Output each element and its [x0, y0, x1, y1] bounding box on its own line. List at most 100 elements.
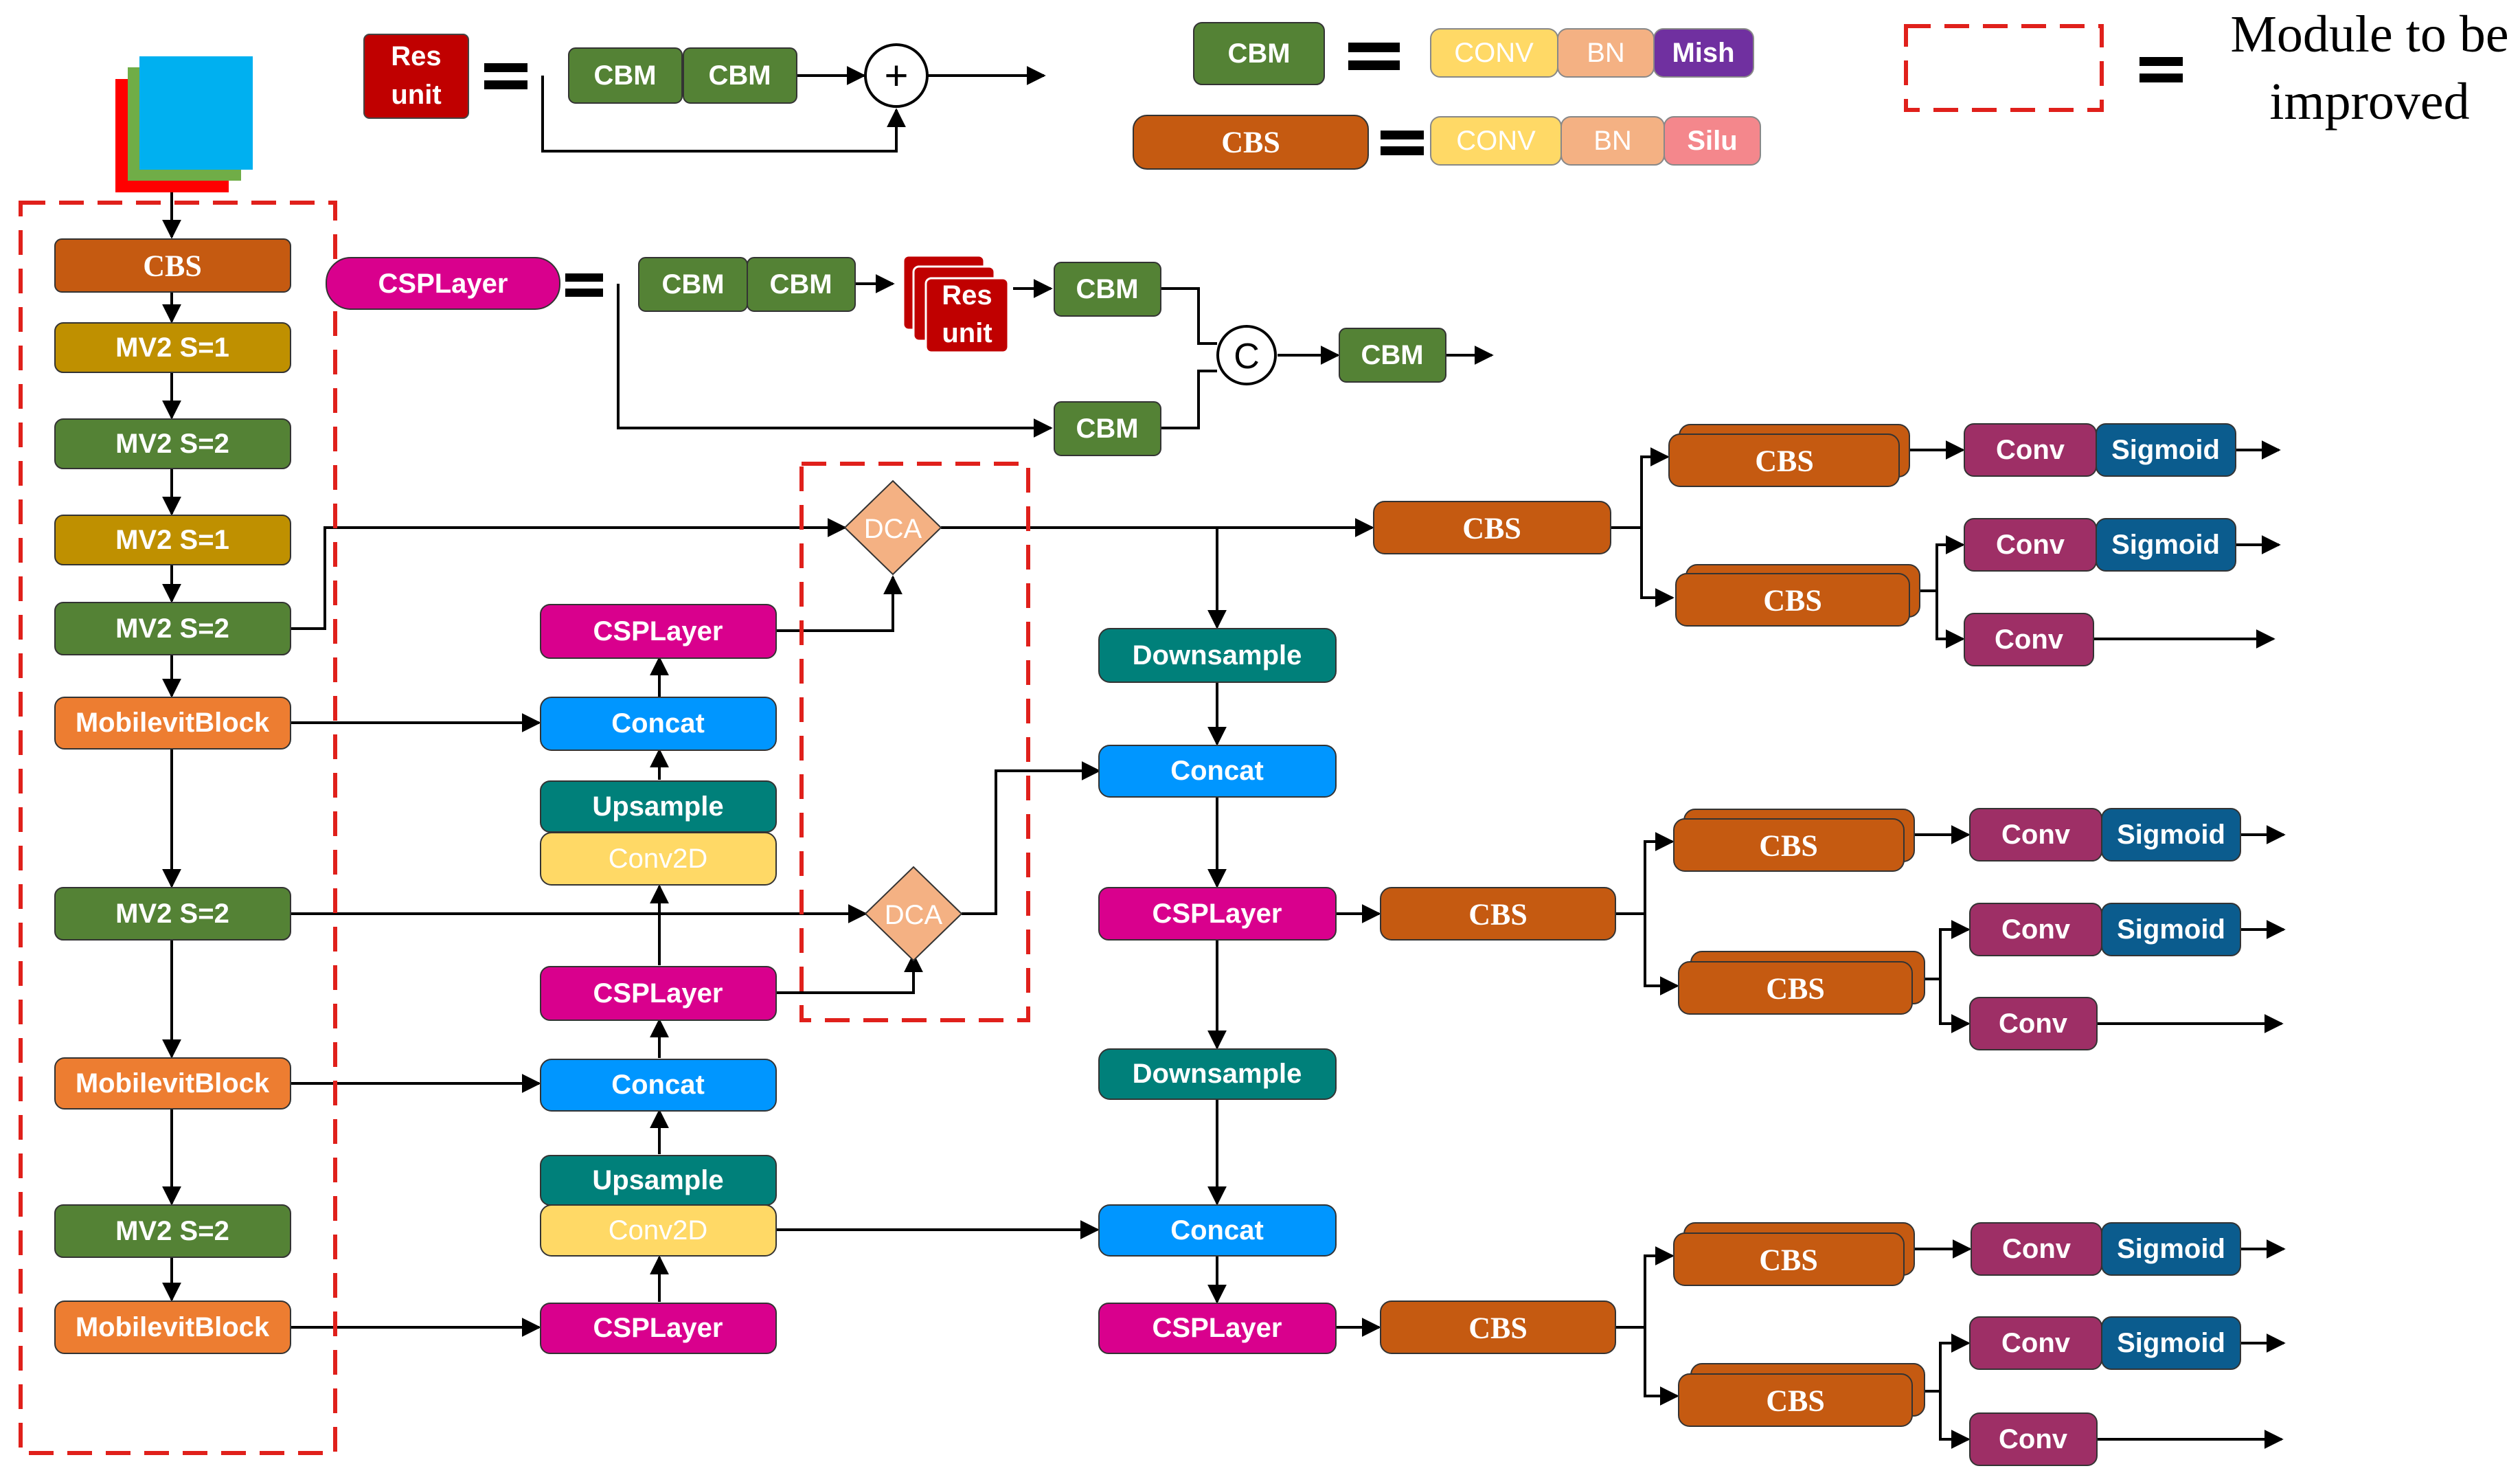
svg-text:Sigmoid: Sigmoid — [2117, 1328, 2225, 1358]
svg-text:Upsample: Upsample — [592, 791, 723, 822]
backbone-mv2-6 — [54, 1204, 291, 1258]
svg-text:CSPLayer: CSPLayer — [1153, 1313, 1282, 1343]
svg-text:CBM: CBM — [1227, 38, 1290, 69]
head1-cbs-main — [1373, 501, 1611, 554]
svg-text:Silu: Silu — [1687, 126, 1737, 156]
svg-text:CBS: CBS — [1468, 898, 1528, 932]
svg-text:Conv: Conv — [2001, 820, 2071, 850]
head3-cbs-upper-stack: CBS — [1673, 1222, 1915, 1286]
svg-text:CBS: CBS — [1759, 829, 1818, 863]
svg-text:MV2 S=2: MV2 S=2 — [115, 613, 229, 644]
neck-conv2d-2 — [540, 1204, 777, 1257]
head1-cbs-lower-stack: CBS — [1675, 564, 1920, 627]
legend-res-cbm-2 — [683, 47, 797, 104]
svg-text:Sigmoid: Sigmoid — [2117, 914, 2225, 945]
head1-conv-3 — [1964, 613, 2094, 666]
head3-sigmoid-1 — [2101, 1222, 2241, 1276]
svg-text:CBS: CBS — [1755, 444, 1814, 478]
svg-text:CSPLayer: CSPLayer — [378, 269, 508, 299]
neck-downsample-1 — [1098, 628, 1337, 683]
svg-text:Sigmoid: Sigmoid — [2117, 1234, 2225, 1264]
head2-cbs-lower-stack: CBS — [1678, 951, 1925, 1015]
neck-csplayer-2 — [540, 966, 777, 1021]
svg-text:Sigmoid: Sigmoid — [2117, 820, 2225, 850]
csp-def-res-unit-stack: Res unit — [902, 254, 1010, 354]
svg-text:DCA: DCA — [864, 514, 922, 544]
svg-text:BN: BN — [1587, 38, 1625, 68]
head2-sigmoid-2 — [2101, 903, 2241, 956]
dca-node-bottom: DCA — [864, 866, 963, 962]
svg-text:Res: Res — [942, 280, 992, 311]
svg-text:Conv2D: Conv2D — [609, 1215, 708, 1246]
legend-cbm-mish — [1653, 28, 1754, 78]
connection-wires — [162, 66, 2286, 1449]
legend: Res unit CBM CBM + CBM CONV BN Mish CBS — [363, 5, 2509, 170]
backbone-mv2-5 — [54, 887, 291, 941]
svg-text:CONV: CONV — [1456, 126, 1536, 156]
svg-text:MobilevitBlock: MobilevitBlock — [76, 708, 270, 738]
svg-text:Mish: Mish — [1672, 38, 1734, 68]
svg-text:Conv: Conv — [1999, 1009, 2068, 1039]
csp-def-cbm-3 — [1054, 262, 1161, 317]
backbone-dashed-region — [19, 201, 337, 1455]
svg-text:MV2 S=1: MV2 S=1 — [115, 525, 229, 555]
svg-text:Conv: Conv — [2001, 1328, 2071, 1358]
neck-downsample-2 — [1098, 1048, 1337, 1100]
backbone-mobilevit-3 — [54, 1301, 291, 1354]
svg-text:Concat: Concat — [611, 1070, 705, 1100]
csp-def-equals — [565, 273, 603, 297]
legend-equals-cbs — [1381, 131, 1424, 155]
csp-def-cbm-4 — [1054, 401, 1161, 456]
svg-text:unit: unit — [942, 318, 992, 348]
backbone-mobilevit-1 — [54, 697, 291, 750]
svg-text:MV2 S=2: MV2 S=2 — [115, 899, 229, 929]
svg-text:CBS: CBS — [1221, 126, 1280, 159]
dca-node-top: DCA — [843, 480, 942, 576]
backbone-mv2-4 — [54, 602, 291, 655]
svg-text:DCA: DCA — [885, 900, 943, 930]
head3-sigmoid-2 — [2101, 1316, 2241, 1370]
svg-text:Conv2D: Conv2D — [609, 844, 708, 874]
svg-text:CBS: CBS — [1763, 584, 1822, 618]
csp-def-csplayer — [326, 257, 560, 310]
head3-cbs-lower-stack: CBS — [1678, 1363, 1925, 1427]
svg-text:Concat: Concat — [1170, 1215, 1264, 1246]
svg-text:CSPLayer: CSPLayer — [593, 1313, 723, 1343]
head2-conv-3 — [1969, 997, 2098, 1050]
head2-cbs-upper-stack: CBS — [1673, 809, 1915, 872]
svg-text:Conv: Conv — [1995, 624, 2064, 655]
legend-res-label-line2: unit — [391, 80, 441, 110]
legend-res-cbm-1 — [568, 47, 683, 104]
legend-cbm-block — [1193, 22, 1325, 85]
svg-text:CBM: CBM — [1076, 414, 1138, 444]
svg-text:MV2 S=2: MV2 S=2 — [115, 429, 229, 459]
legend-module-line2: improved — [2269, 73, 2469, 131]
legend-equals-module — [2139, 57, 2183, 82]
svg-text:CBM: CBM — [661, 269, 724, 300]
svg-text:CBS: CBS — [1462, 512, 1521, 545]
head-group-1: CBS CBS CBS Conv Sigmoid Conv Sigmoid Co… — [1373, 423, 2236, 666]
neck-csplayer-4 — [1098, 887, 1337, 941]
svg-text:Conv: Conv — [2001, 914, 2071, 945]
neck-conv2d-1 — [540, 832, 777, 886]
svg-text:CBS: CBS — [1468, 1311, 1528, 1345]
legend-res-unit-block — [363, 34, 469, 119]
svg-text:C: C — [1234, 337, 1260, 376]
svg-text:Upsample: Upsample — [592, 1165, 723, 1195]
legend-equals-res — [484, 63, 527, 89]
legend-module-line1: Module to be — [2230, 5, 2508, 63]
head3-conv-3 — [1969, 1412, 2098, 1466]
svg-text:MV2 S=1: MV2 S=1 — [115, 333, 229, 363]
svg-text:Downsample: Downsample — [1133, 1059, 1302, 1089]
head-group-3: CBS CBS CBS Conv Sigmoid Conv Sigmoid Co… — [1380, 1222, 2241, 1466]
head-group-2: CBS CBS CBS Conv Sigmoid Conv Sigmoid Co… — [1380, 808, 2241, 1050]
svg-text:Concat: Concat — [611, 708, 705, 739]
neck-concat-2 — [540, 1059, 777, 1112]
head2-cbs-main — [1380, 887, 1616, 941]
head3-cbs-main — [1380, 1301, 1616, 1354]
svg-text:Conv: Conv — [1999, 1424, 2068, 1454]
legend-add-node: + — [864, 43, 929, 108]
neck-concat-3 — [1098, 745, 1337, 798]
backbone-mv2-1 — [54, 322, 291, 373]
